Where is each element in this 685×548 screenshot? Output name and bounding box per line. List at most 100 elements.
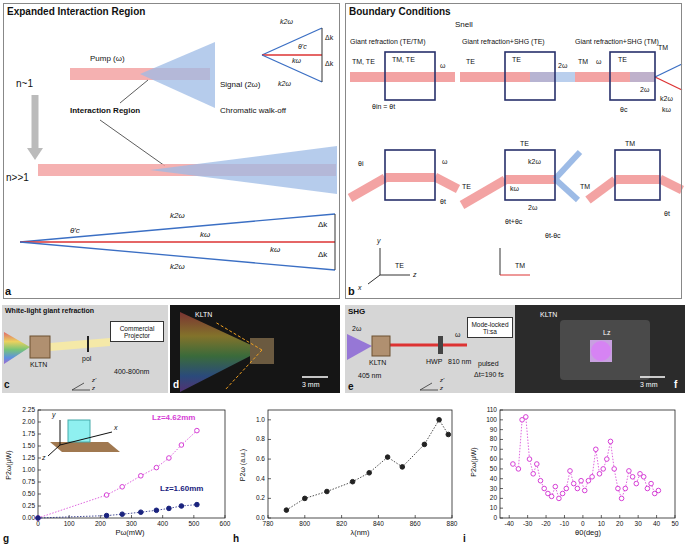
data-point: [634, 481, 639, 486]
tick-label: 1.0: [256, 416, 265, 423]
text-label: KLTN: [369, 359, 386, 367]
tick-label: 0.75: [22, 478, 35, 485]
tick-label: 0.50: [22, 490, 35, 497]
tick-label: 0.8: [256, 436, 265, 443]
pump-beam: [350, 72, 455, 82]
white-light-beam: [50, 338, 110, 351]
pump-beam: [462, 180, 505, 205]
tick-mark: [378, 515, 379, 518]
text-label: KLTN: [195, 311, 212, 319]
text-label: θt: [664, 210, 670, 218]
device-box: Commercial Projector: [110, 321, 164, 342]
text-label: HWP: [426, 358, 442, 366]
tick-mark: [527, 515, 528, 518]
axis-line: [380, 248, 381, 275]
crystal: [590, 340, 612, 362]
text-label: Δk: [325, 60, 333, 68]
tick-label: 100: [64, 520, 75, 527]
data-point: [616, 486, 621, 491]
panel-ground: [2, 305, 168, 393]
data-point: [511, 462, 516, 467]
leader-line: [120, 80, 148, 103]
tick-label: 0: [581, 520, 585, 527]
tick-mark: [500, 439, 503, 440]
text-label: 3 mm: [640, 381, 658, 389]
tick-label: 200: [95, 520, 106, 527]
data-point: [195, 428, 200, 433]
tick-label: 1.50: [22, 442, 35, 449]
text-label: TE: [466, 58, 475, 66]
tick-mark: [500, 478, 503, 479]
text-label: k2ω: [660, 95, 673, 103]
tick-mark: [341, 515, 342, 518]
text-label: TM, TE: [352, 58, 375, 66]
data-point: [179, 504, 184, 509]
tick-mark: [38, 410, 41, 411]
axis-line: [500, 248, 501, 275]
tick-mark: [268, 518, 271, 519]
text-label: z: [440, 385, 443, 392]
pump-beam: [575, 72, 655, 82]
data-point: [154, 465, 159, 470]
crystal: [372, 336, 390, 356]
data-point: [527, 457, 532, 462]
tick-mark: [225, 515, 226, 518]
tick-mark: [656, 515, 657, 518]
tick-mark: [500, 410, 503, 411]
tick-label: 1.75: [22, 430, 35, 437]
tick-label: 800: [299, 520, 310, 527]
data-point: [167, 456, 172, 461]
tick-mark: [268, 459, 271, 460]
guide-line: [215, 322, 262, 350]
scale-bar: [302, 376, 328, 378]
tick-label: -20: [541, 520, 550, 527]
tick-mark: [601, 515, 602, 518]
panel-letter: f: [674, 379, 677, 391]
tick-mark: [69, 515, 70, 518]
tick-mark: [38, 422, 41, 423]
text-label: kω: [200, 230, 210, 239]
text-label: k2ω: [170, 262, 185, 271]
tick-label: 60: [490, 455, 497, 462]
tick-label: 0: [493, 514, 497, 521]
panel-heading: Boundary Conditions: [349, 6, 678, 18]
axis-line: [420, 390, 438, 391]
text-label: kω: [510, 185, 519, 193]
device-box: Mode-locked Ti:sa: [467, 317, 513, 338]
text-label: kω: [292, 57, 301, 65]
inset-axis: [48, 445, 60, 456]
data-point: [139, 510, 144, 515]
text-label: Chromatic walk-off: [220, 106, 286, 115]
data-point: [597, 472, 602, 477]
text-label: TE: [395, 262, 404, 270]
text-label: pulsed: [478, 360, 499, 368]
text-label: Δk: [318, 220, 327, 229]
panel-box: Boundary Conditions: [345, 3, 682, 299]
index-arrow: [32, 95, 39, 148]
axis-line: [72, 383, 84, 390]
tick-label: 1.00: [22, 466, 35, 473]
crystal-outline: [505, 52, 555, 100]
tick-label: 1.25: [22, 454, 35, 461]
text-label: TM, TE: [392, 56, 415, 64]
panel-letter: e: [348, 381, 354, 393]
axis-line: [420, 383, 432, 390]
inset-axis: [60, 420, 61, 445]
pump-beam: [435, 177, 458, 189]
polarizer: [87, 336, 89, 352]
axis-line: [500, 275, 530, 276]
data-point: [575, 486, 580, 491]
tick-mark: [38, 458, 41, 459]
panel-letter: d: [173, 379, 179, 391]
panel-heading: Expanded Interaction Region: [7, 6, 336, 18]
pump-beam: [615, 175, 660, 184]
text-label: Lz: [603, 329, 610, 337]
tick-label: 0.00: [22, 514, 35, 521]
text-label: 405 nm: [358, 372, 381, 380]
data-point: [557, 496, 562, 501]
signal-beam: [555, 152, 580, 179]
data-point: [568, 469, 573, 474]
text-label: y: [377, 237, 381, 245]
axis-title: λ(nm): [350, 529, 369, 538]
